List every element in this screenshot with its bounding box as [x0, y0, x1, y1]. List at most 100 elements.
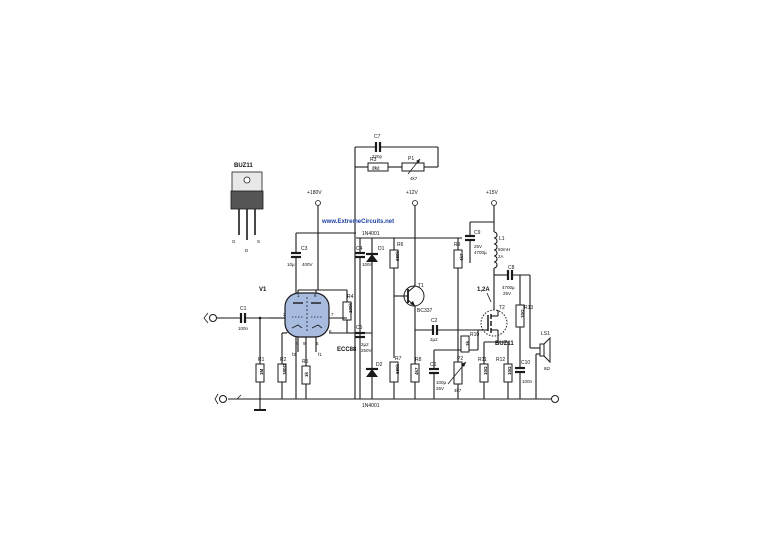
r7-value: 680k — [395, 363, 400, 374]
supply-terminals: +180V +12V +15V — [307, 190, 498, 238]
tube-pin-8: 8 — [329, 329, 332, 334]
r11-value: 10Ω — [483, 366, 488, 375]
c8-value2: 25V — [503, 291, 511, 296]
t1-type: BC337 — [417, 308, 433, 314]
d2-ref: D2 — [376, 362, 383, 368]
c6-ref: C6 — [430, 362, 437, 368]
r4-value: 100k — [348, 302, 353, 313]
t2-ref: T2 — [499, 305, 505, 311]
c2-ref: C2 — [431, 318, 438, 324]
r13-value: 10Ω — [520, 309, 525, 318]
c8-value1: 4700µ — [502, 285, 515, 290]
r8-ref: R8 — [415, 357, 422, 363]
l1-ref: L1 — [499, 236, 505, 242]
c7-ref: C7 — [374, 134, 381, 140]
diode-part-top: 1N4001 — [362, 231, 380, 237]
watermark: www.ExtremeCircuits.net — [321, 219, 394, 225]
driver-stage: 680k R6 T1 BC337 4k7 R9 — [389, 238, 464, 399]
r6-ref: R6 — [397, 242, 404, 248]
c9-value2: 4700µ — [474, 250, 487, 255]
tube-pin-9: 9 — [303, 341, 306, 346]
diode-part-bottom: 1N4001 — [362, 403, 380, 409]
r9-ref: R9 — [454, 242, 461, 248]
tube-pin-1: 1 — [297, 293, 300, 298]
c5-ref: C5 — [356, 325, 363, 331]
c5-r7-d2: C5 2µ2 250V D2 680k R7 4k7 R8 — [350, 325, 422, 399]
r5-ref: R5 — [302, 359, 309, 365]
tube-v1: V1 2 7 1 6 3 8 4 9 5 ECC88 f2 f1 — [259, 287, 357, 360]
r13-ref: R13 — [524, 305, 533, 311]
r1-value: 1M — [259, 368, 264, 375]
filament-f1: f1 — [318, 352, 322, 357]
l1-value2: 2A — [498, 254, 504, 259]
c2-coupling: C2 2µ2 — [415, 318, 478, 342]
r1-ref: R1 — [258, 357, 265, 363]
t2-type: BUZ11 — [495, 341, 514, 347]
buz11-package-drawing: BUZ11 G D S — [230, 163, 264, 253]
r12-ref: R12 — [496, 357, 505, 363]
tube-type: ECC88 — [337, 347, 357, 353]
bias-network: C6 100µ 25V P2 4k7 1k R10 — [429, 332, 479, 399]
d1-ref: D1 — [378, 246, 385, 252]
r12-value: 10Ω — [507, 366, 512, 375]
tube-pin-5: 5 — [316, 341, 319, 346]
c1-ref: C1 — [240, 306, 247, 312]
l1-value1: 50mH — [498, 247, 510, 252]
c10-value: 100n — [522, 379, 533, 384]
tube-ref: V1 — [259, 287, 267, 293]
c3-value2: 400V — [302, 262, 313, 267]
c8-ref: C8 — [508, 265, 515, 271]
rail-180v-label: +180V — [307, 190, 322, 196]
p2-ref: P2 — [457, 356, 463, 362]
p2-value: 4k7 — [454, 388, 462, 393]
c3-value1: 10µ — [287, 262, 295, 267]
r5-value: 1k — [304, 371, 309, 377]
c5-value1: 2µ2 — [361, 342, 369, 347]
feedback-network: C7 220p 2k2 R3 P1 4k7 — [354, 134, 439, 399]
c4-ref: C4 — [356, 246, 363, 252]
r9-value: 4k7 — [459, 253, 464, 261]
tube-pin-2: 2 — [283, 312, 286, 317]
r10-value: 1k — [465, 340, 470, 346]
r8-value: 4k7 — [414, 367, 419, 375]
c9-ref: C9 — [474, 230, 481, 236]
r7-ref: R7 — [395, 356, 402, 362]
top-rail: 1N4001 D1 C4 100n — [355, 231, 462, 399]
c3-ref: C3 — [301, 246, 308, 252]
r3-ref: R3 — [370, 157, 377, 163]
pin-d-label: D — [245, 248, 249, 253]
r11-ref: R11 — [478, 357, 487, 363]
c7-value: 220p — [372, 154, 383, 159]
rail-15v-label: +15V — [486, 190, 498, 196]
c6-value2: 25V — [436, 386, 444, 391]
tube-pin-3: 3 — [286, 329, 289, 334]
c6-value1: 100µ — [436, 380, 447, 385]
c10-ref: C10 — [521, 360, 530, 366]
ls1-value: 8Ω — [544, 366, 551, 371]
c2-value: 2µ2 — [430, 337, 438, 342]
filament-f2: f2 — [292, 352, 296, 357]
tube-pin-7: 7 — [331, 312, 334, 317]
current-label: 1,2A — [477, 287, 490, 293]
rail-12v-label: +12V — [406, 190, 418, 196]
t1-ref: T1 — [418, 283, 424, 289]
tube-pin-6: 6 — [314, 293, 317, 298]
c1-value: 100n — [238, 326, 249, 331]
r2-value: 180Ω — [282, 363, 287, 375]
ground-rail: 1N4001 — [214, 393, 559, 411]
r2-ref: R2 — [280, 357, 287, 363]
r4-ref: R4 — [347, 294, 354, 300]
ls1-ref: LS1 — [541, 331, 550, 337]
p1-ref: P1 — [408, 156, 414, 162]
output-stage: C9 25V 4700µ L1 50mH 2A C8 4700µ 25V 1,2… — [465, 221, 551, 399]
r10-ref: R10 — [470, 332, 479, 338]
c9-value1: 25V — [474, 244, 482, 249]
pin-s-label: S — [257, 239, 260, 244]
package-title: BUZ11 — [234, 163, 253, 169]
p1-value: 4k7 — [410, 176, 418, 181]
r3-value: 2k2 — [372, 166, 380, 171]
c5-value2: 250V — [361, 348, 372, 353]
cathode-resistors: 180Ω R2 1k R5 — [277, 357, 311, 399]
c4-value: 100n — [362, 262, 373, 267]
